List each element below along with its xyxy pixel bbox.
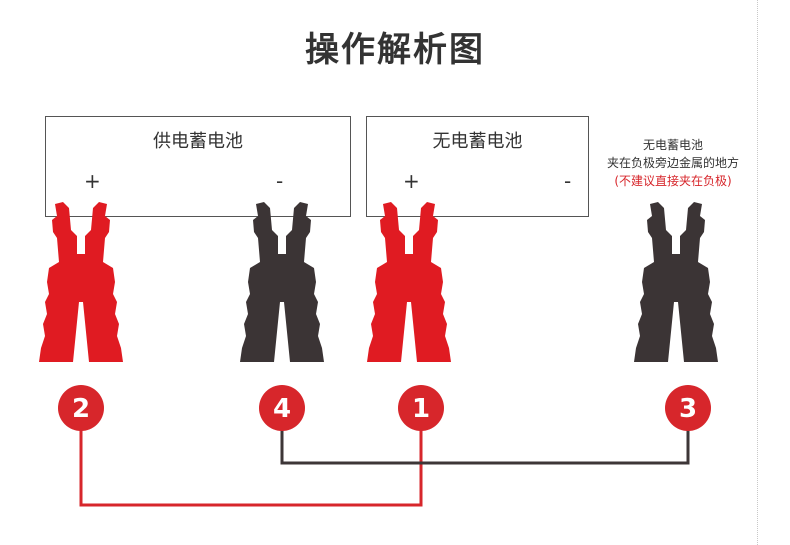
black-clamp-ground [634,202,718,362]
page-title: 操作解析图 [305,30,485,70]
red-clamp-dead-positive [367,202,451,362]
battery-supply-minus: - [276,169,284,193]
ground-note-warning: (不建议直接夹在负极) [614,174,732,188]
step-badge-4: 4 [259,385,305,431]
battery-dead-label: 无电蓄电池 [432,131,523,152]
step-number-2: 2 [72,394,90,424]
ground-note: 无电蓄电池 夹在负极旁边金属的地方 (不建议直接夹在负极) [588,136,758,190]
black-cable [280,430,690,465]
page-edge-dotted-line [757,0,758,545]
battery-dead: 无电蓄电池 + - [366,116,589,217]
ground-note-line1: 无电蓄电池 [642,138,703,152]
red-cable [79,430,423,507]
step-number-1: 1 [412,394,430,424]
step-badge-1: 1 [398,385,444,431]
step-number-4: 4 [273,394,291,424]
ground-note-line2: 夹在负极旁边金属的地方 [606,156,739,170]
battery-dead-plus: + [403,169,420,193]
step-badge-3: 3 [665,385,711,431]
battery-supply: 供电蓄电池 + - [45,116,351,217]
step-badge-2: 2 [58,385,104,431]
red-clamp-supply-positive [39,202,123,362]
black-clamp-supply-negative [240,202,324,362]
battery-dead-minus: - [564,169,572,193]
step-number-3: 3 [679,394,697,424]
battery-supply-plus: + [84,169,101,193]
battery-supply-label: 供电蓄电池 [153,131,243,152]
